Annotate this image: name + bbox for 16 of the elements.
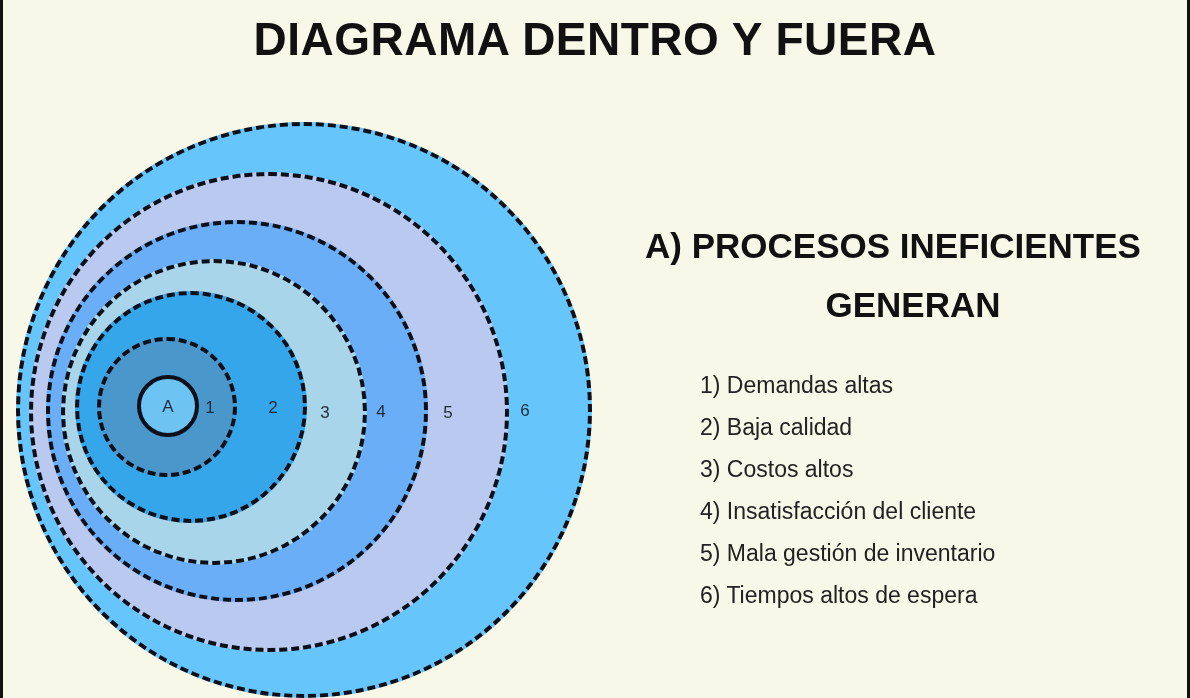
ring-number: 1	[205, 398, 215, 416]
section-subheading: GENERAN	[824, 285, 1002, 325]
ring-number: 6	[520, 401, 530, 419]
diagram-title: DIAGRAMA DENTRO Y FUERA	[252, 12, 938, 66]
list-item: 5) Mala gestión de inventario	[700, 540, 996, 567]
ring-number: 4	[376, 402, 386, 420]
section-heading: A) PROCESOS INEFICIENTES	[644, 226, 1142, 266]
list-item: 2) Baja calidad	[700, 414, 853, 441]
list-item: 3) Costos altos	[700, 456, 854, 483]
ring-number: 2	[268, 398, 278, 416]
ring-number: 5	[443, 403, 453, 421]
list-item: 1) Demandas altas	[700, 372, 894, 399]
ring-number: A	[162, 397, 174, 415]
ring-number: 3	[320, 403, 330, 421]
list-item: 4) Insatisfacción del cliente	[700, 498, 977, 525]
list-item: 6) Tiempos altos de espera	[700, 582, 978, 609]
